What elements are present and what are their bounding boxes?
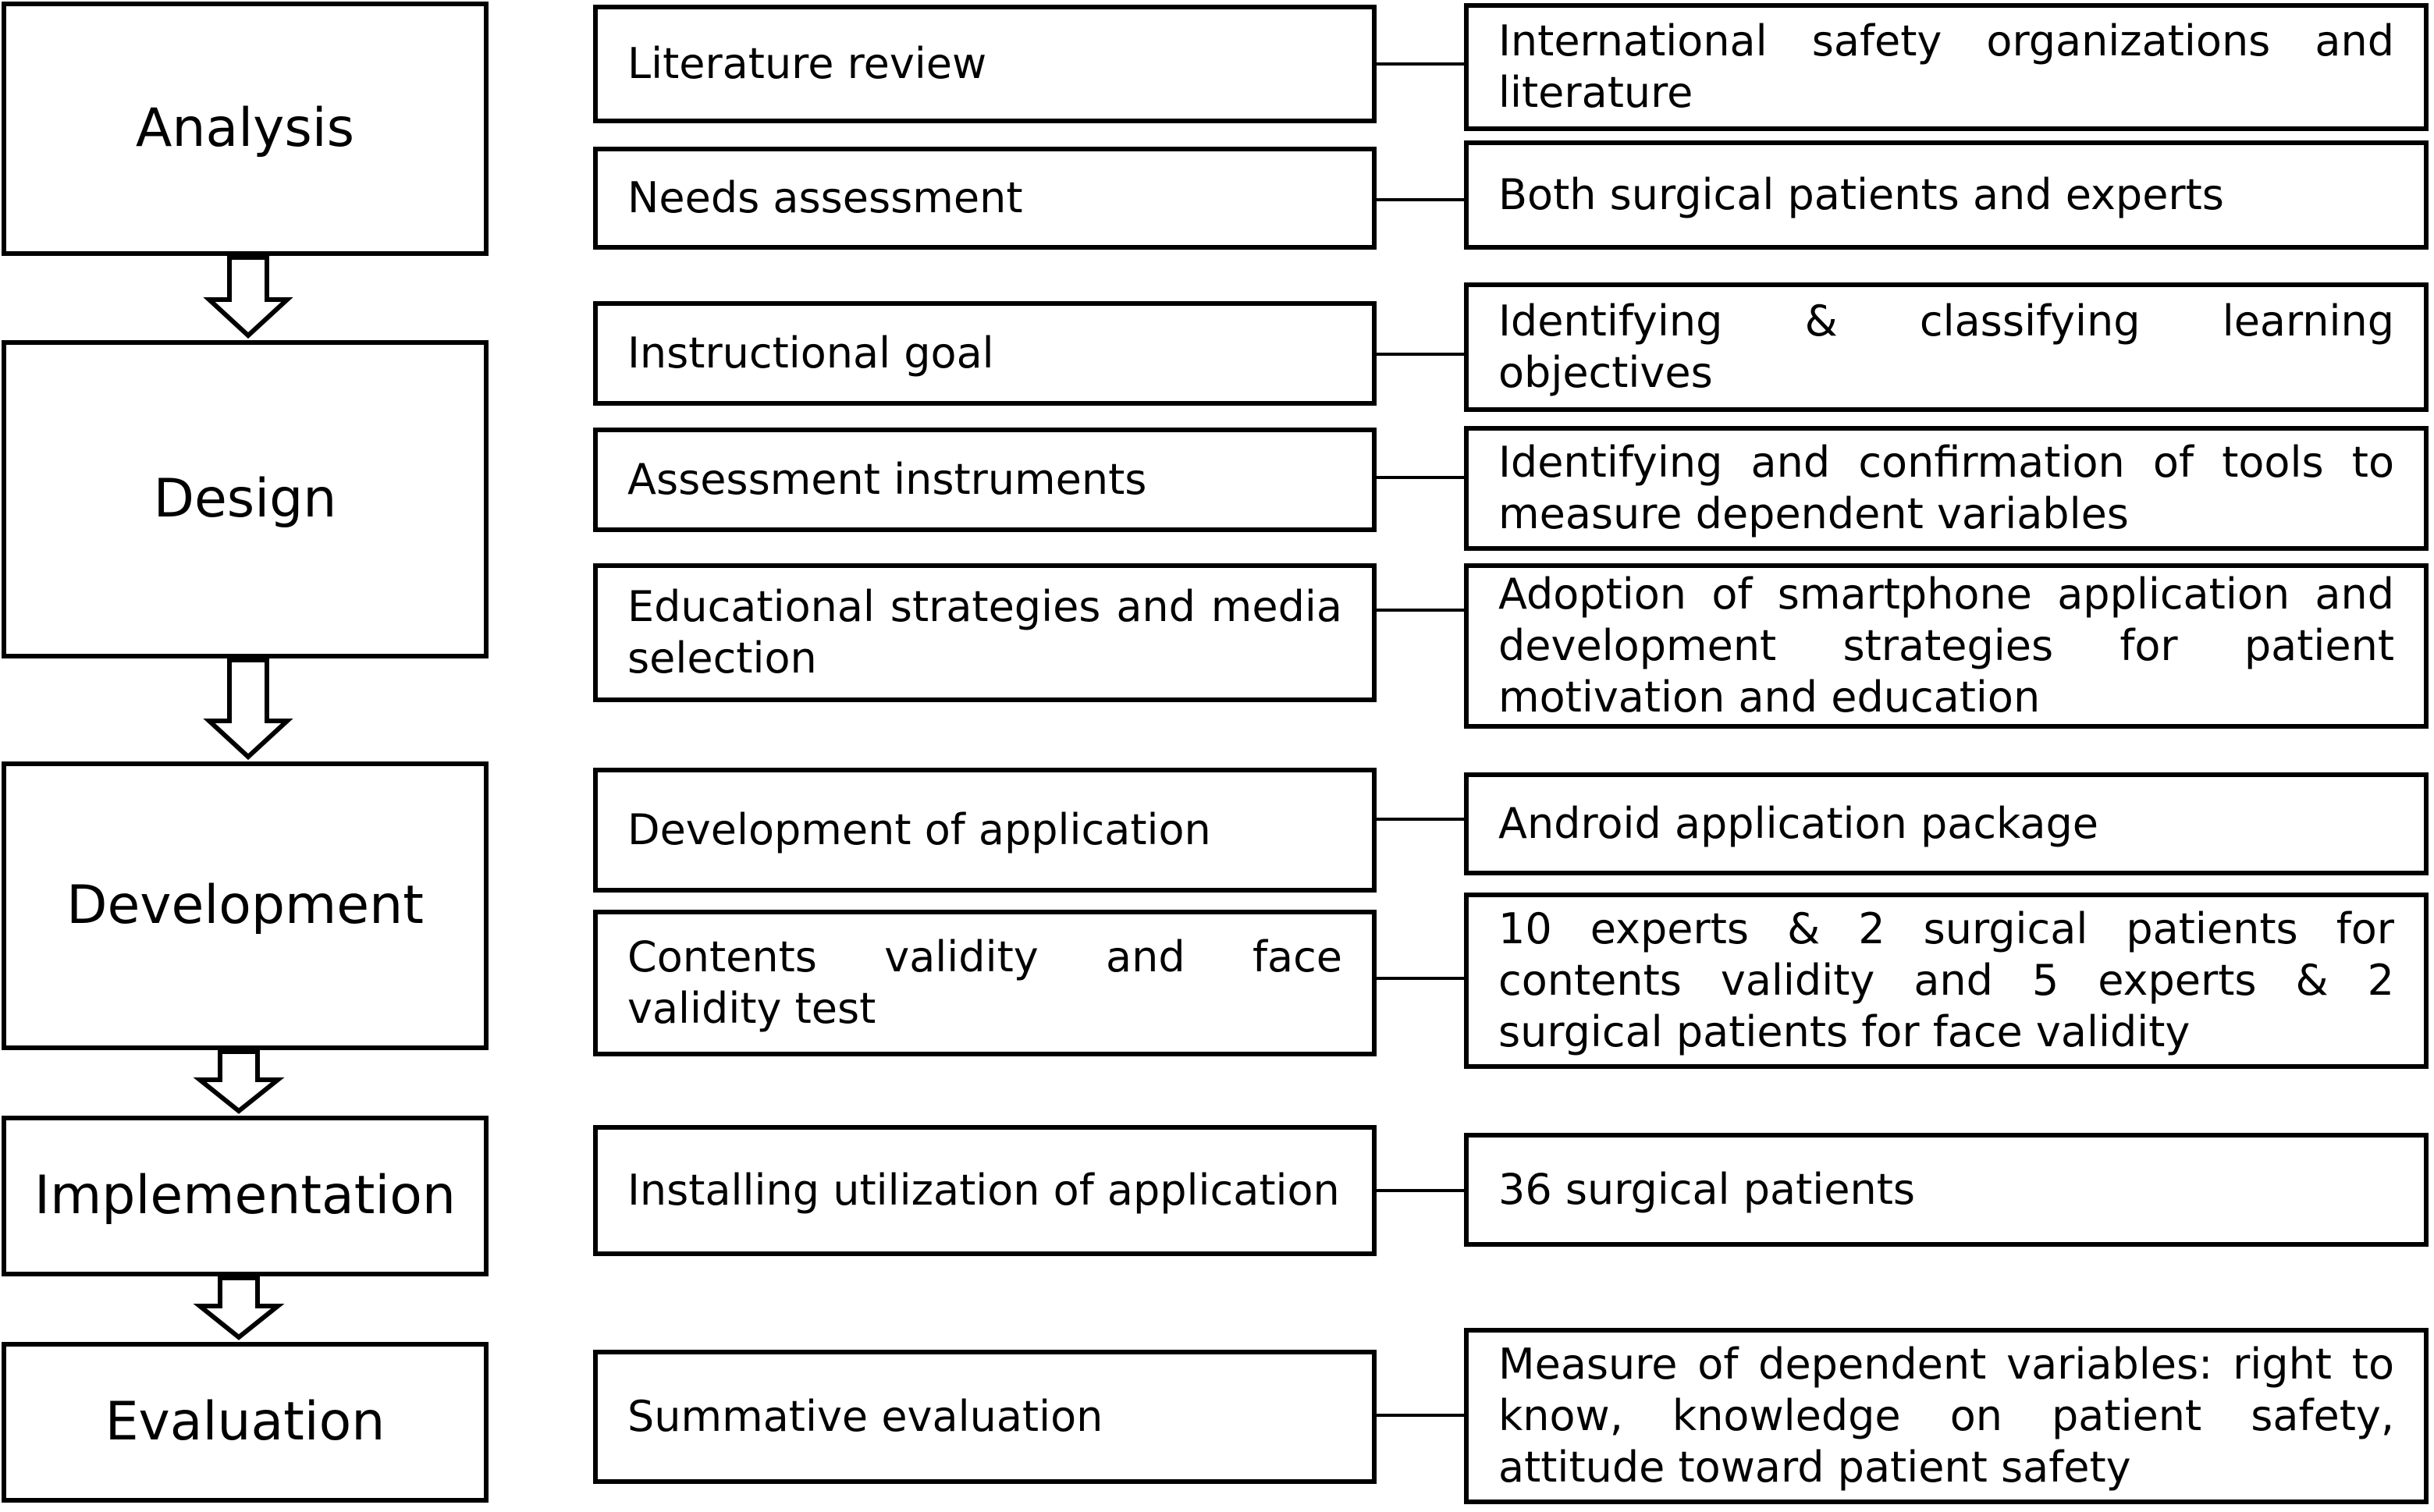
step-label: Instructional goal bbox=[627, 328, 994, 378]
phase-label: Development bbox=[66, 874, 424, 936]
step-installing-application: Installing utilization of application bbox=[593, 1125, 1377, 1256]
detail-text: Identifying and confirmation of tools to… bbox=[1498, 438, 2394, 538]
connector-line bbox=[1377, 1414, 1467, 1417]
step-label: Assessment instruments bbox=[627, 455, 1147, 504]
step-label: Educational strategies and media selecti… bbox=[627, 582, 1342, 683]
detail-installing-application: 36 surgical patients bbox=[1464, 1133, 2429, 1247]
detail-text: 10 experts & 2 surgical patients for con… bbox=[1498, 904, 2394, 1056]
connector-line bbox=[1377, 1189, 1467, 1192]
phase-label: Design bbox=[153, 467, 337, 530]
step-validity-test: Contents validity and face validity test bbox=[593, 910, 1377, 1056]
detail-literature-review: International safety organizations and l… bbox=[1464, 3, 2429, 131]
detail-validity-test: 10 experts & 2 surgical patients for con… bbox=[1464, 893, 2429, 1069]
phase-development: Development bbox=[2, 761, 489, 1050]
down-arrow-icon bbox=[193, 1276, 285, 1340]
phase-evaluation: Evaluation bbox=[2, 1342, 489, 1503]
connector-line bbox=[1377, 62, 1467, 66]
step-development-of-application: Development of application bbox=[593, 768, 1377, 893]
connector-line bbox=[1377, 476, 1467, 479]
step-educational-strategies: Educational strategies and media selecti… bbox=[593, 563, 1377, 702]
detail-summative-evaluation: Measure of dependent variables: right to… bbox=[1464, 1328, 2429, 1504]
down-arrow-icon bbox=[203, 658, 293, 761]
detail-text: International safety organizations and l… bbox=[1498, 16, 2394, 117]
phase-label: Evaluation bbox=[105, 1390, 386, 1453]
step-label: Development of application bbox=[627, 805, 1211, 854]
down-arrow-icon bbox=[193, 1049, 285, 1114]
connector-line bbox=[1377, 198, 1467, 201]
connector-line bbox=[1377, 977, 1467, 980]
step-needs-assessment: Needs assessment bbox=[593, 147, 1377, 250]
detail-text: Adoption of smartphone application and d… bbox=[1498, 570, 2394, 722]
down-arrow-icon bbox=[203, 255, 293, 339]
step-label: Summative evaluation bbox=[627, 1392, 1103, 1441]
phase-label: Analysis bbox=[135, 97, 355, 159]
phase-implementation: Implementation bbox=[2, 1116, 489, 1276]
connector-line bbox=[1377, 818, 1467, 821]
detail-text: Identifying & classifying learning objec… bbox=[1498, 296, 2394, 397]
detail-development-of-application: Android application package bbox=[1464, 772, 2429, 875]
step-literature-review: Literature review bbox=[593, 5, 1377, 123]
step-label: Needs assessment bbox=[627, 173, 1023, 222]
detail-instructional-goal: Identifying & classifying learning objec… bbox=[1464, 282, 2429, 412]
detail-assessment-instruments: Identifying and confirmation of tools to… bbox=[1464, 426, 2429, 551]
connector-line bbox=[1377, 609, 1467, 612]
detail-text: Both surgical patients and experts bbox=[1498, 170, 2224, 219]
step-instructional-goal: Instructional goal bbox=[593, 301, 1377, 406]
detail-text: Android application package bbox=[1498, 799, 2098, 848]
detail-text: 36 surgical patients bbox=[1498, 1165, 1916, 1214]
phase-label: Implementation bbox=[34, 1164, 456, 1226]
step-summative-evaluation: Summative evaluation bbox=[593, 1350, 1377, 1484]
detail-educational-strategies: Adoption of smartphone application and d… bbox=[1464, 563, 2429, 729]
phase-analysis: Analysis bbox=[2, 2, 489, 256]
connector-line bbox=[1377, 353, 1467, 356]
detail-needs-assessment: Both surgical patients and experts bbox=[1464, 140, 2429, 250]
step-label: Installing utilization of application bbox=[627, 1166, 1340, 1215]
phase-design: Design bbox=[2, 340, 489, 658]
step-label: Contents validity and face validity test bbox=[627, 932, 1342, 1033]
step-label: Literature review bbox=[627, 39, 987, 88]
step-assessment-instruments: Assessment instruments bbox=[593, 428, 1377, 532]
detail-text: Measure of dependent variables: right to… bbox=[1498, 1340, 2394, 1492]
